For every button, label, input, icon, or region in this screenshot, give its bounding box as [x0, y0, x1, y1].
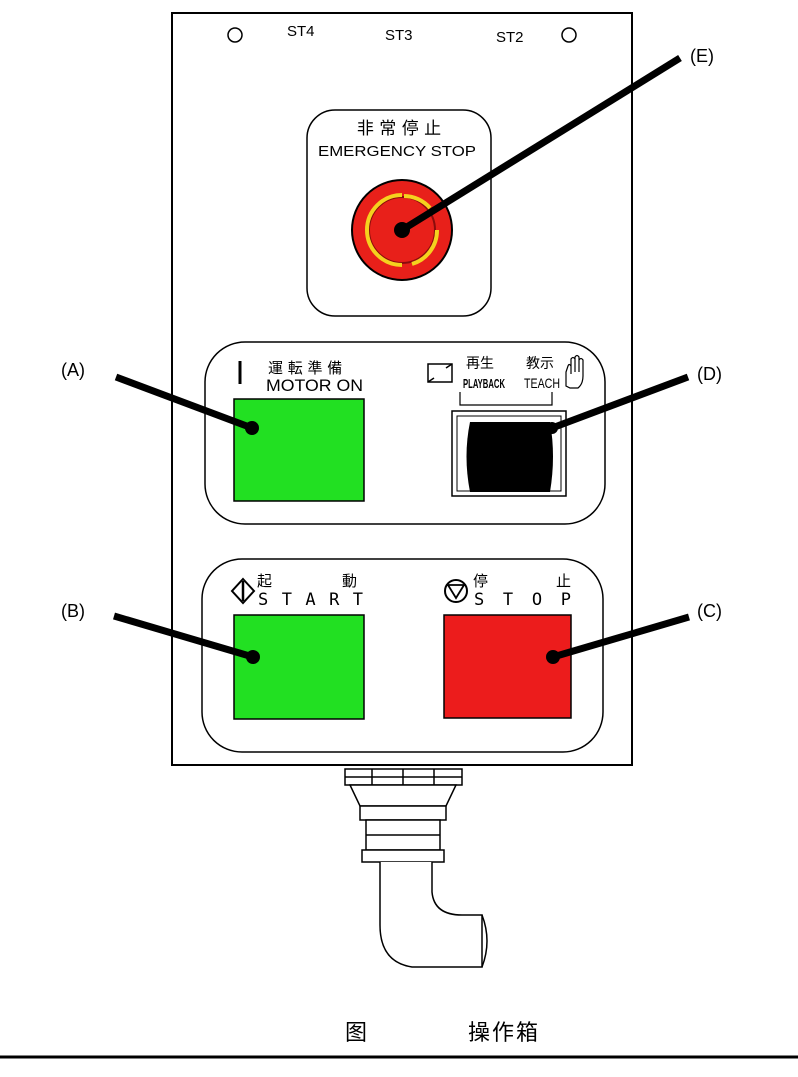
mode-switch-callout-line	[550, 373, 690, 432]
mode-selector-switch[interactable]	[451, 410, 567, 497]
start-callout-line	[113, 612, 254, 661]
playback-label-jp: 再生	[466, 356, 494, 372]
callout-e: (E)	[690, 46, 714, 66]
caption-prefix: 图	[345, 1021, 367, 1046]
mode-switch-bracket	[459, 392, 553, 406]
stop-callout-line	[552, 613, 690, 661]
stop-label-jp-2: 止	[556, 572, 571, 590]
start-label-en: START	[258, 590, 363, 610]
caption-title: 操作箱	[468, 1021, 540, 1046]
motor-on-callout-line	[114, 373, 254, 432]
stop-label-jp-1: 停	[473, 572, 488, 590]
playback-icon	[427, 363, 453, 383]
emergency-stop-label-en: EMERGENCY STOP	[318, 143, 476, 160]
stop-triangle-icon	[444, 579, 468, 603]
hand-icon	[565, 354, 584, 389]
indicator-label-st3: ST3	[385, 27, 413, 44]
callout-c: (C)	[697, 601, 722, 621]
teach-label-en: TEACH	[524, 375, 560, 391]
callout-a: (A)	[61, 360, 85, 380]
playback-label-en: PLAYBACK	[463, 376, 505, 391]
callout-b: (B)	[61, 601, 85, 621]
indicator-lamp-st2	[561, 27, 577, 43]
callout-d: (D)	[697, 364, 722, 384]
start-label-jp-2: 動	[342, 572, 357, 590]
indicator-lamp-st4	[227, 27, 243, 43]
stop-button[interactable]	[443, 614, 572, 719]
emergency-stop-label-jp: 非 常 停 止	[357, 119, 441, 139]
cable-gland	[344, 768, 463, 863]
start-label-jp-1: 起	[257, 572, 272, 590]
start-diamond-icon	[230, 577, 256, 605]
start-button[interactable]	[233, 614, 365, 720]
cable-end	[481, 914, 488, 968]
emergency-stop-button[interactable]	[351, 179, 453, 281]
emergency-stop-callout-line	[400, 55, 682, 233]
indicator-label-st4: ST4	[287, 23, 315, 40]
motor-on-button[interactable]	[233, 398, 365, 502]
indicator-label-st2: ST2	[496, 29, 524, 46]
teach-label-jp: 教示	[526, 356, 554, 372]
motor-on-label-en: MOTOR ON	[266, 376, 363, 395]
cable	[379, 862, 483, 968]
motor-on-label-jp: 運 転 準 備	[268, 359, 342, 377]
